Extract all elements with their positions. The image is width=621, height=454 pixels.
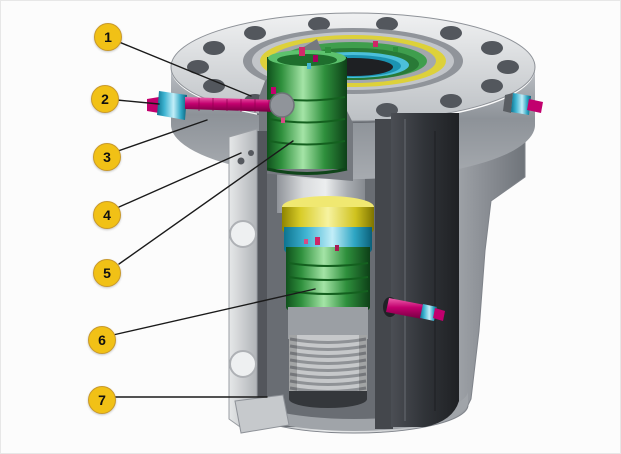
outlet-boss	[229, 220, 257, 248]
callout-2-label: 2	[101, 91, 109, 107]
valve-pin-lower-right	[383, 297, 445, 321]
callout-4: 4	[93, 201, 121, 229]
callout-3: 3	[93, 143, 121, 171]
valve-pin-tip	[433, 308, 445, 321]
seal-mark	[304, 239, 308, 244]
callout-6: 6	[88, 326, 116, 354]
seal-mark	[325, 47, 331, 53]
leader-line-3	[117, 119, 208, 152]
seal-mark	[335, 245, 339, 251]
leader-line-1	[118, 41, 252, 97]
callout-4-label: 4	[103, 207, 111, 223]
valve-pin-nut	[420, 304, 437, 321]
casing-threads	[289, 335, 367, 408]
leader-line-5	[118, 140, 294, 265]
side-plug-tip	[527, 99, 543, 113]
valve-pin-shaft	[386, 298, 425, 319]
lock-screw-left	[147, 91, 295, 120]
section-plate-left	[228, 128, 290, 434]
callout-5: 5	[93, 259, 121, 287]
callout-3-label: 3	[103, 149, 111, 165]
seal-mark	[281, 117, 285, 123]
bottom-flange-boss	[234, 394, 290, 434]
lower-hanger-seal-assembly	[282, 196, 374, 317]
callout-1: 1	[94, 23, 122, 51]
leader-line-6	[112, 288, 316, 336]
cutaway-wedge	[259, 39, 353, 181]
callout-6-label: 6	[98, 332, 106, 348]
bore-wall	[288, 307, 368, 339]
seal-mark	[393, 47, 398, 52]
side-plug-right	[503, 93, 543, 115]
upper-casing-hanger	[266, 50, 348, 175]
seal-mark	[373, 41, 378, 47]
dark-section	[375, 113, 459, 429]
leader-lines	[112, 41, 316, 398]
seal-mark	[299, 47, 305, 56]
callout-5-label: 5	[103, 265, 111, 281]
leader-line-4	[118, 152, 242, 208]
seal-mark	[271, 87, 276, 94]
lock-screw-nut	[157, 91, 187, 120]
seal-mark	[315, 237, 320, 245]
lock-screw-gland	[269, 92, 295, 118]
seal-mark	[307, 63, 311, 69]
outlet-boss	[229, 350, 257, 378]
section-gap	[257, 131, 267, 423]
lock-screw-shaft	[185, 97, 277, 112]
callout-7-label: 7	[98, 392, 106, 408]
leader-line-2	[116, 99, 160, 105]
callout-7: 7	[88, 386, 116, 414]
callout-2: 2	[91, 85, 119, 113]
callout-1-label: 1	[104, 29, 112, 45]
lock-screw-tip	[147, 97, 159, 113]
seal-mark	[313, 55, 318, 62]
side-plug-nut	[511, 93, 531, 115]
